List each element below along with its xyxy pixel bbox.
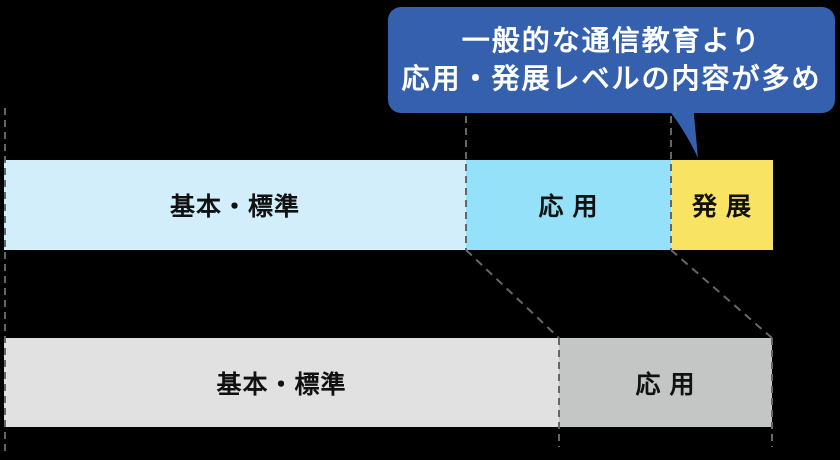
dashed-guide-diagonal-1: [465, 249, 560, 339]
callout-text-line2: 応用・発展レベルの内容が多め: [401, 63, 822, 94]
dashed-guide-diagonal-2: [670, 249, 773, 339]
bottom-bar-label-applied: 応 用: [635, 370, 696, 399]
callout-bubble: 一般的な通信教育より 応用・発展レベルの内容が多め: [388, 7, 835, 113]
top-bar-segment-advanced: 発 展: [671, 160, 773, 250]
bottom-bar-label-basic-standard: 基本・標準: [216, 370, 347, 399]
top-bar-segment-applied: 応 用: [466, 160, 671, 250]
bottom-bar-segment-applied: 応 用: [559, 338, 772, 427]
bottom-bar-segment-basic-standard: 基本・標準: [4, 338, 559, 427]
top-bar-label-basic-standard: 基本・標準: [169, 193, 300, 221]
top-bar-label-advanced: 発 展: [692, 193, 752, 221]
callout-text-line1: 一般的な通信教育より: [461, 25, 762, 56]
top-bar-segment-basic-standard: 基本・標準: [4, 160, 466, 250]
top-bar-label-applied: 応 用: [538, 193, 599, 221]
